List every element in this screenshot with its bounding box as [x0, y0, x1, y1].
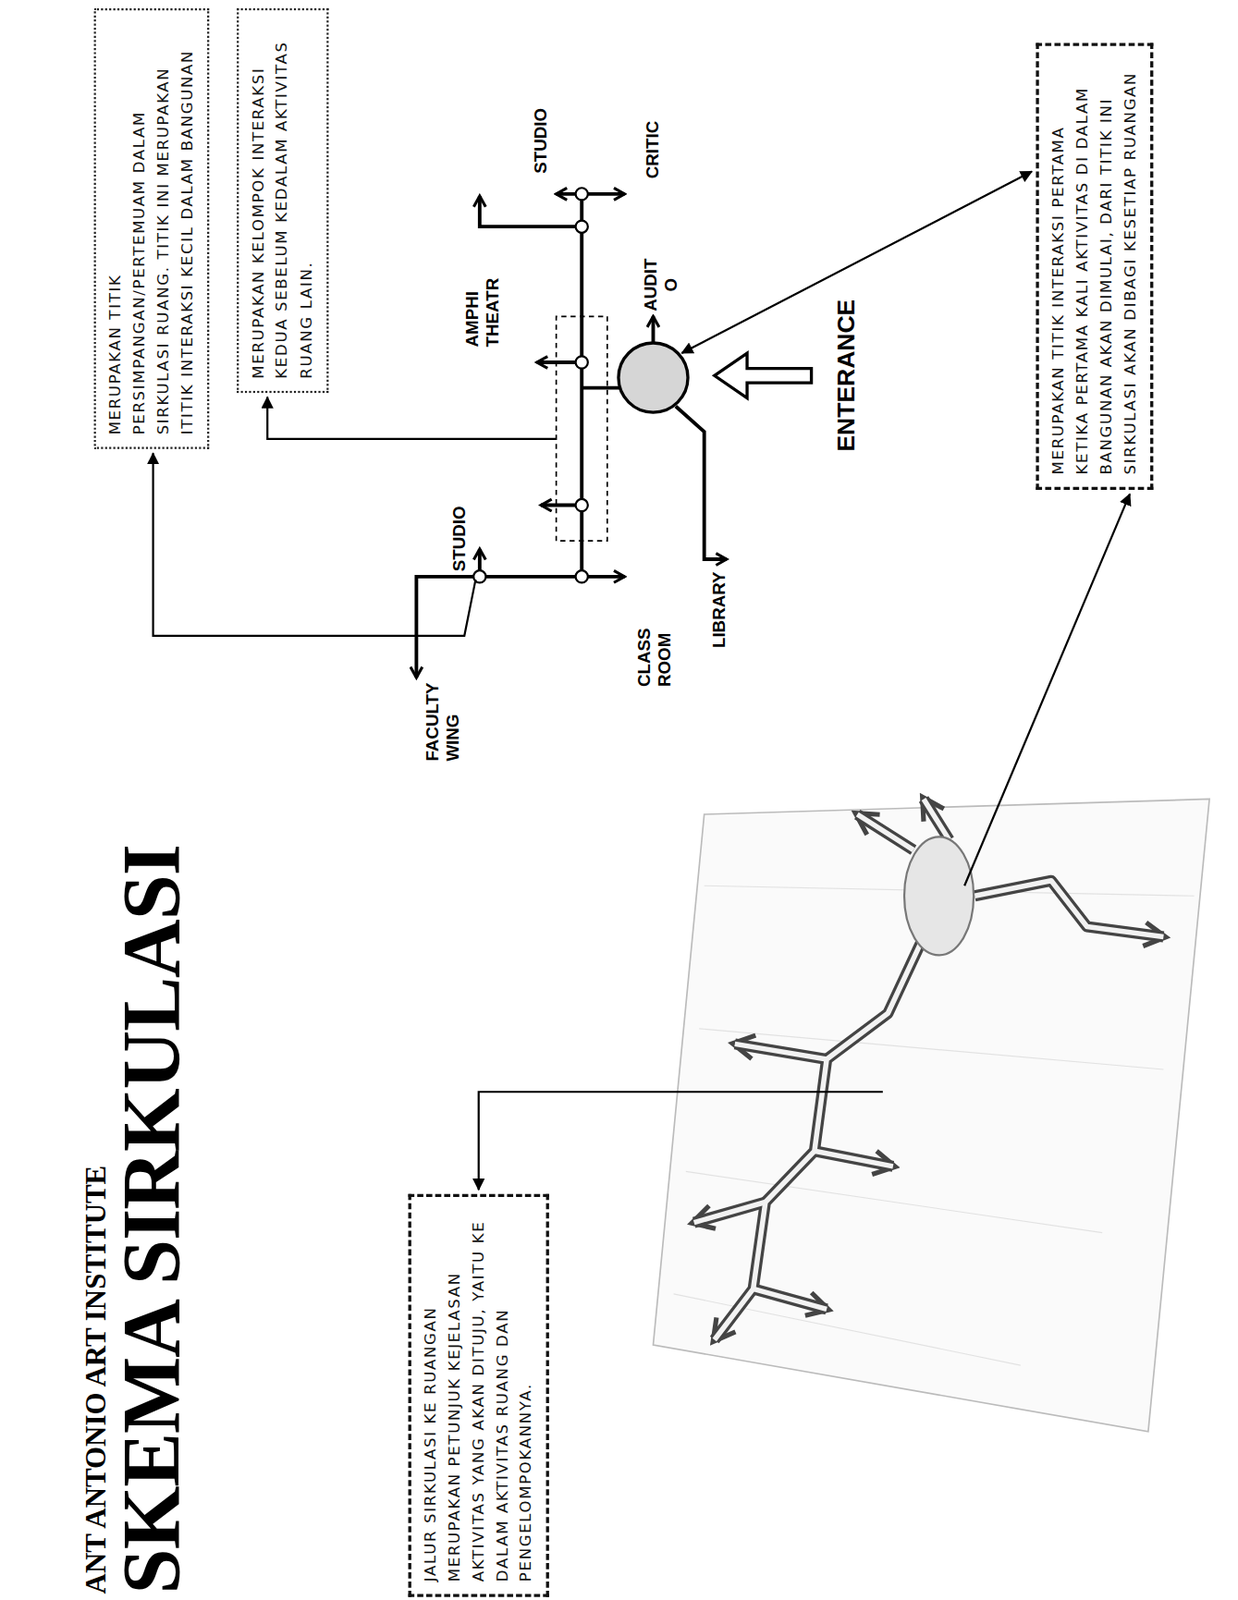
sketch-plane: [674, 885, 1195, 1366]
leader-line: [964, 493, 1130, 886]
leader-line: [267, 397, 556, 440]
sketch-plane: [652, 798, 1210, 1432]
room-label: LIBRARY: [709, 571, 730, 649]
junction-dots: [576, 570, 589, 583]
sketch-circulation: [694, 798, 1165, 1340]
group-bracket: [556, 316, 608, 541]
junction-dots: [576, 499, 589, 512]
sketch-circulation: [974, 881, 1164, 938]
sketch-circulation: [735, 1043, 827, 1060]
circulation-lines: [416, 576, 582, 678]
junction-dots: [576, 187, 589, 200]
entrance-arrow: [714, 353, 812, 399]
junction-dots: [576, 355, 589, 368]
sketch-circulation: [753, 1288, 827, 1310]
sketch-circulation: [974, 881, 1164, 938]
room-label: FACULTY WING: [422, 683, 463, 762]
callout-text: MERUPAKAN KELOMPOK INTERAKSI KEDUA SEBEL…: [246, 22, 319, 379]
sketch-circulation: [694, 1201, 766, 1223]
callout-text: JALUR SIRKULASI KE RUANGAN MERUPAKAN PET…: [419, 1209, 539, 1582]
sketch-circulation: [753, 1288, 827, 1310]
sketch-circulation: [857, 814, 914, 851]
junction-dots: [576, 220, 589, 233]
sketch-circulation: [814, 1151, 894, 1167]
room-label: CRITIC: [642, 121, 663, 180]
room-label: STUDIO: [450, 505, 471, 572]
room-label: AMPHI THEATR: [462, 278, 503, 348]
leader-line: [153, 453, 477, 637]
diagram-title: SKEMA SIRKULASI: [110, 845, 192, 1594]
callout-box: JALUR SIRKULASI KE RUANGAN MERUPAKAN PET…: [408, 1194, 551, 1598]
circulation-lines: [479, 196, 582, 227]
sketch-circulation: [923, 798, 950, 840]
sketch-circulation: [923, 798, 950, 840]
callout-text: MERUPAKAN TITIK INTERAKSI PERTAMA KETIKA…: [1047, 58, 1143, 475]
room-label: CLASS ROOM: [635, 627, 675, 687]
entrance-arrow: [714, 353, 812, 399]
circulation-lines: [651, 316, 656, 344]
callout-box: MERUPAKAN KELOMPOK INTERAKSI KEDUA SEBEL…: [236, 8, 329, 393]
leader-line: [478, 1091, 883, 1190]
junction-dots: [473, 187, 589, 583]
entry-hub: [618, 343, 688, 413]
institute-name: ANT ANTONIO ART INSTITUTE: [79, 1165, 113, 1595]
room-label: AUDIT O: [640, 257, 681, 311]
sketch-circulation: [714, 936, 924, 1340]
circulation-lines: [556, 192, 626, 197]
callout-box: MERUPAKAN TITIK PERSIMPANGAN/PERTEMUAM D…: [94, 8, 210, 450]
callout-text: MERUPAKAN TITIK PERSIMPANGAN/PERTEMUAM D…: [104, 22, 200, 435]
entrance-label: ENTERANCE: [832, 299, 860, 453]
circulation-lines: [416, 194, 727, 678]
sketch-circulation: [714, 936, 924, 1340]
circulation-lines: [579, 194, 584, 577]
circulation-lines: [675, 405, 727, 560]
sketch-plane: [652, 798, 1210, 1432]
room-label: STUDIO: [530, 108, 552, 174]
sketch-hub: [904, 836, 974, 956]
group-bracket: [556, 316, 608, 541]
sketch-circulation: [735, 1043, 827, 1060]
circulation-lines: [581, 386, 620, 391]
sketch-hub: [904, 836, 974, 956]
sketch-circulation: [857, 814, 914, 851]
callout-box: MERUPAKAN TITIK INTERAKSI PERTAMA KETIKA…: [1035, 42, 1153, 490]
sketch-circulation: [694, 1201, 766, 1223]
entry-hub: [618, 343, 688, 413]
sketch-circulation: [814, 1151, 894, 1167]
